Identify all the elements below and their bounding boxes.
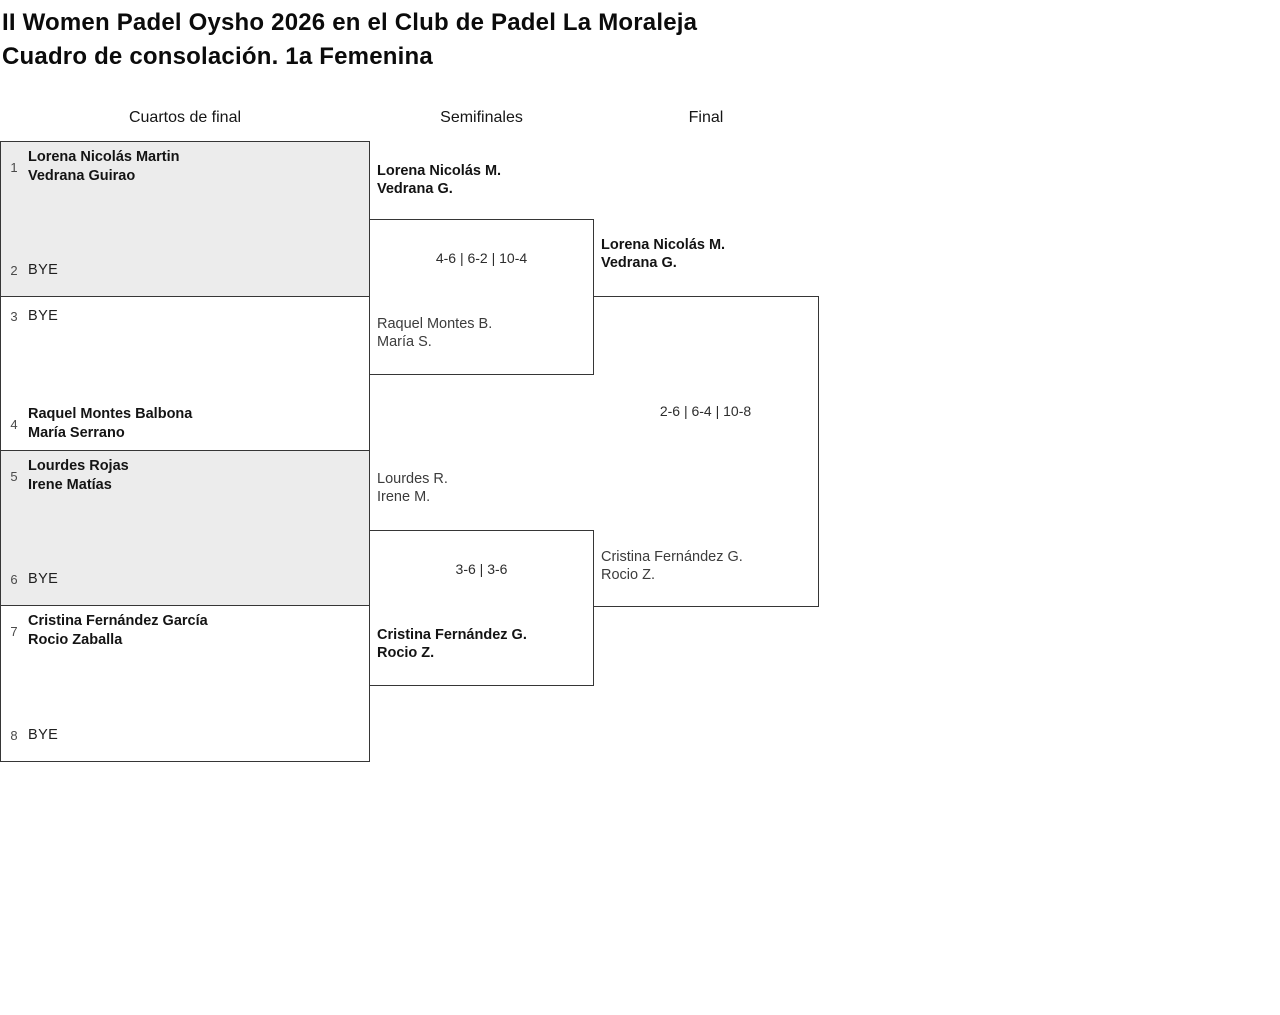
qf-match-block-3: 5 Lourdes Rojas Irene Matías 6 BYE — [0, 450, 370, 606]
sf1-winner-label: Lorena Nicolás M. Vedrana G. — [377, 163, 502, 197]
seed-number: 6 — [10, 571, 18, 587]
team-entry-seed3: 3 BYE — [1, 297, 369, 335]
team-entry-seed1: 1 Lorena Nicolás Martin Vedrana Guirao — [1, 148, 369, 186]
bye-label: BYE — [28, 307, 59, 324]
qf-match-block-2: 3 BYE 4 Raquel Montes Balbona María Serr… — [0, 296, 370, 451]
team-name: Lorena Nicolás Martin Vedrana Guirao — [28, 149, 180, 184]
team-entry-seed2: 2 BYE — [1, 251, 369, 289]
team-name: Raquel Montes Balbona María Serrano — [28, 406, 193, 441]
match-score: 3-6 | 3-6 — [455, 561, 508, 577]
bye-label: BYE — [28, 570, 59, 587]
round-header-semifinals: Semifinales — [440, 109, 523, 126]
sf-match-box-2: 3-6 | 3-6 — [369, 530, 594, 686]
page-title-line1: II Women Padel Oysho 2026 en el Club de … — [2, 9, 698, 36]
sf2-winner-label: Cristina Fernández G. Rocio Z. — [377, 627, 527, 661]
match-score: 2-6 | 6-4 | 10-8 — [659, 403, 752, 419]
sf-match-box-1: 4-6 | 6-2 | 10-4 — [369, 219, 594, 375]
team-name: Lourdes Rojas Irene Matías — [28, 458, 129, 493]
bye-label: BYE — [28, 726, 59, 743]
final-runnerup-label: Cristina Fernández G. Rocio Z. — [601, 549, 743, 583]
seed-number: 5 — [10, 468, 18, 484]
final-winner-label: Lorena Nicolás M. Vedrana G. — [601, 237, 726, 271]
team-entry-seed7: 7 Cristina Fernández García Rocio Zaball… — [1, 612, 369, 650]
sf1-loser-label: Raquel Montes B. María S. — [377, 316, 493, 350]
seed-number: 7 — [10, 623, 18, 639]
team-entry-seed5: 5 Lourdes Rojas Irene Matías — [1, 457, 369, 495]
page-title: II Women Padel Oysho 2026 en el Club de … — [2, 6, 697, 74]
qf-match-block-4: 7 Cristina Fernández García Rocio Zaball… — [0, 605, 370, 762]
team-entry-seed4: 4 Raquel Montes Balbona María Serrano — [1, 405, 369, 443]
sf2-loser-label: Lourdes R. Irene M. — [377, 471, 448, 505]
team-entry-seed6: 6 BYE — [1, 560, 369, 598]
round-header-quarterfinals: Cuartos de final — [128, 109, 242, 126]
team-name: Cristina Fernández García Rocio Zaballa — [28, 613, 208, 648]
seed-number: 1 — [10, 159, 18, 175]
seed-number: 4 — [10, 416, 18, 432]
page-subtitle: Cuadro de consolación. 1a Femenina — [2, 43, 433, 70]
match-score: 4-6 | 6-2 | 10-4 — [435, 250, 528, 266]
bye-label: BYE — [28, 261, 59, 278]
team-entry-seed8: 8 BYE — [1, 716, 369, 754]
round-header-final: Final — [688, 109, 724, 126]
qf-match-block-1: 1 Lorena Nicolás Martin Vedrana Guirao 2… — [0, 141, 370, 297]
seed-number: 8 — [10, 727, 18, 743]
final-match-box: 2-6 | 6-4 | 10-8 — [593, 296, 819, 607]
seed-number: 3 — [10, 308, 18, 324]
seed-number: 2 — [10, 262, 18, 278]
